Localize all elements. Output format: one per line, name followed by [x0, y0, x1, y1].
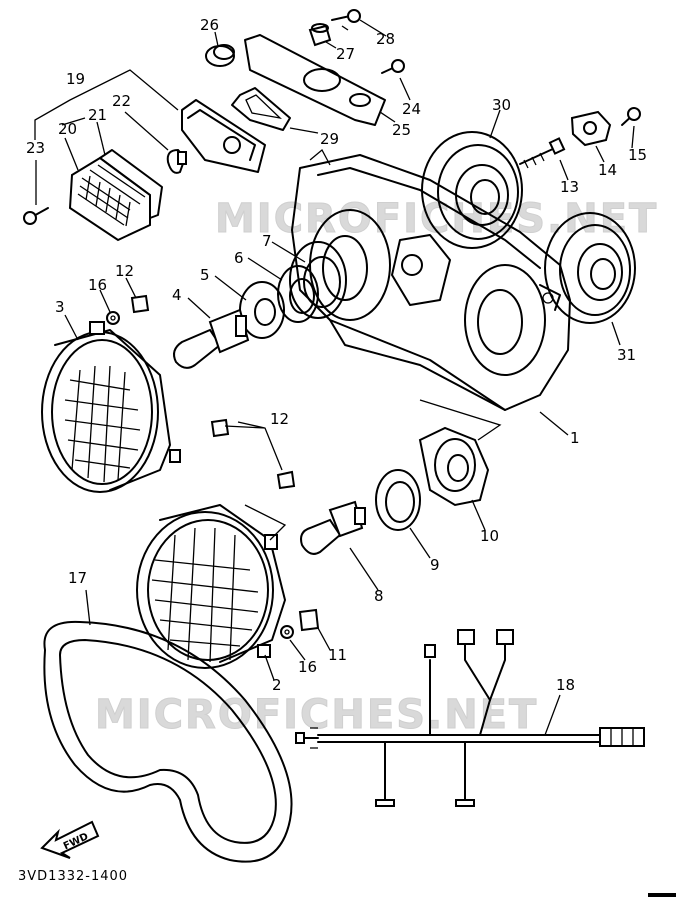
- headlight-housing: [291, 148, 571, 411]
- leader-lines: [34, 19, 635, 736]
- callout-3: 3: [55, 298, 65, 316]
- bracket-lines-lower: [244, 504, 287, 541]
- callout-4: 4: [172, 286, 182, 304]
- bracket-29: [244, 34, 386, 126]
- nut-12a: [130, 294, 150, 314]
- callout-5: 5: [200, 266, 210, 284]
- callout-27: 27: [336, 45, 355, 63]
- lamp-case: [181, 99, 266, 173]
- callout-8: 8: [374, 587, 384, 605]
- meter-ring-30: [421, 131, 523, 249]
- bulb-22: [166, 148, 187, 174]
- callout-1: 1: [570, 429, 580, 447]
- wire-harness-18: [295, 629, 645, 807]
- screw-23: [23, 207, 49, 225]
- nut-12b-a: [210, 418, 230, 438]
- grommet-26: [205, 44, 235, 67]
- callout-12b: 12: [270, 410, 289, 428]
- callout-23: 23: [26, 139, 45, 157]
- callout-10: 10: [480, 527, 499, 545]
- screw-28: [331, 9, 361, 23]
- callout-6: 6: [234, 249, 244, 267]
- socket-cover-10: [418, 426, 490, 507]
- bracket-lines: [419, 399, 502, 441]
- callout-11: 11: [328, 646, 347, 664]
- callout-17: 17: [68, 569, 87, 587]
- screw-24: [381, 59, 405, 74]
- washer-16a: [106, 311, 120, 325]
- callout-25: 25: [392, 121, 411, 139]
- fwd-arrow-icon: FWD: [40, 820, 100, 859]
- meter-ring-31: [544, 212, 636, 324]
- callout-labels: 1 2 3 4 5 6 7 8 9 10 11 12 12 13 14 15 1…: [26, 16, 647, 694]
- nut-12b-b: [276, 470, 296, 490]
- callout-29: 29: [320, 130, 339, 148]
- corner-mark: [648, 893, 676, 897]
- retainer-6: [277, 265, 319, 323]
- callout-12a: 12: [115, 262, 134, 280]
- callout-22: 22: [112, 92, 131, 110]
- bulb-4: [173, 308, 250, 369]
- socket-cover-7: [289, 241, 347, 319]
- headlight-3: [41, 321, 181, 493]
- callout-9: 9: [430, 556, 440, 574]
- bulb-8: [300, 500, 366, 555]
- part-code: 3VD1332-1400: [18, 869, 128, 884]
- callout-26: 26: [200, 16, 219, 34]
- callout-15: 15: [628, 146, 647, 164]
- callout-13: 13: [560, 178, 579, 196]
- screw-15: [621, 107, 641, 126]
- gasket-21: [99, 149, 163, 219]
- callout-20: 20: [58, 120, 77, 138]
- washer-16b: [280, 625, 294, 639]
- callout-28: 28: [376, 30, 395, 48]
- bolt-13: [519, 137, 566, 169]
- callout-16b: 16: [298, 658, 317, 676]
- nut-27: [308, 23, 332, 47]
- gasket-29: [231, 87, 291, 131]
- callout-14: 14: [598, 161, 617, 179]
- callout-31: 31: [617, 346, 636, 364]
- callout-24: 24: [402, 100, 421, 118]
- nut-11: [298, 608, 320, 632]
- headlight-2: [136, 504, 286, 669]
- retainer-9: [375, 469, 421, 531]
- callout-2: 2: [272, 676, 282, 694]
- clamp-14: [570, 110, 612, 147]
- callout-19: 19: [66, 70, 85, 88]
- watermark-bottom: MICROFICHES.NET: [95, 692, 538, 738]
- watermark-top: MICROFICHES.NET: [215, 196, 658, 242]
- headlight-rim-17: [43, 620, 293, 863]
- callout-16a: 16: [88, 276, 107, 294]
- callout-30: 30: [492, 96, 511, 114]
- callout-21: 21: [88, 106, 107, 124]
- callout-7: 7: [262, 232, 272, 250]
- callout-18: 18: [556, 676, 575, 694]
